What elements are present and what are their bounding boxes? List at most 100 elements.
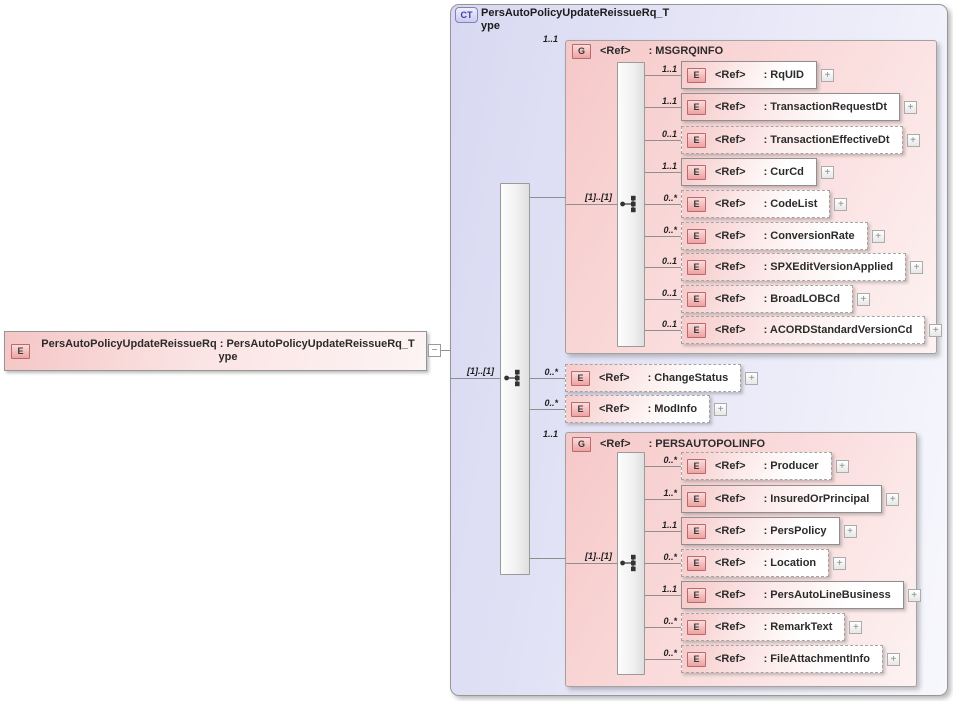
element-icon: E: [11, 343, 30, 359]
expand-icon[interactable]: +: [849, 620, 863, 634]
expand-icon[interactable]: +: [820, 165, 834, 179]
connector-line: [643, 659, 681, 660]
connector-line: [528, 378, 565, 379]
element-box[interactable]: E <Ref> : TransactionRequestDt: [681, 93, 901, 121]
group-name: : MSGRQINFO: [648, 45, 724, 57]
element-icon: E: [687, 164, 706, 180]
connector-line: [643, 595, 681, 596]
ref-label: <Ref>: [715, 525, 746, 537]
element-icon: E: [687, 67, 706, 83]
expand-icon[interactable]: +: [843, 524, 857, 538]
element-box[interactable]: E <Ref> : RemarkText: [681, 613, 846, 641]
connector-line: [566, 563, 620, 564]
cardinality-label: 0..*: [663, 616, 677, 626]
element-row-fileattachmentinfo: E <Ref> : FileAttachmentInfo +: [681, 645, 900, 673]
element-name: : ChangeStatus: [647, 372, 729, 384]
element-name: : Location: [763, 557, 817, 569]
group-icon: G: [572, 43, 591, 59]
element-name: : ACORDStandardVersionCd: [763, 324, 913, 336]
ref-label: <Ref>: [600, 45, 631, 57]
sequence-compositor-icon: [504, 369, 520, 387]
element-name: : CodeList: [763, 198, 818, 210]
element-row-codelist: E <Ref> : CodeList +: [681, 190, 848, 218]
expand-icon[interactable]: +: [835, 459, 849, 473]
connector-line: [643, 499, 681, 500]
element-icon: E: [687, 132, 706, 148]
element-row-persautolinebusiness: E <Ref> : PersAutoLineBusiness +: [681, 581, 921, 609]
element-icon: E: [687, 523, 706, 539]
expand-icon[interactable]: +: [886, 492, 900, 506]
element-box[interactable]: E <Ref> : ConversionRate: [681, 222, 868, 250]
element-row-remarktext: E <Ref> : RemarkText +: [681, 613, 863, 641]
connector-line: [643, 140, 681, 141]
root-element-name: PersAutoPolicyUpdateReissueRq : PersAuto…: [30, 338, 426, 364]
expand-icon[interactable]: +: [904, 100, 918, 114]
element-box[interactable]: E <Ref> : TransactionEffectiveDt: [681, 126, 903, 154]
element-box[interactable]: E <Ref> : ChangeStatus: [565, 364, 742, 392]
element-box[interactable]: E <Ref> : CurCd: [681, 158, 817, 186]
ref-label: <Ref>: [715, 166, 746, 178]
expand-icon[interactable]: +: [871, 229, 885, 243]
cardinality-label: 0..1: [661, 256, 677, 266]
sequence-compositor-icon: [620, 195, 636, 213]
connector-line: [643, 172, 681, 173]
cardinality-label: [1]..[1]: [585, 551, 612, 561]
root-element-name-line2: ype: [218, 351, 238, 363]
group-header-persautopolinfo[interactable]: G <Ref> : PERSAUTOPOLINFO: [572, 436, 765, 452]
ref-label: <Ref>: [715, 493, 746, 505]
group-header-msgrqinfo[interactable]: G <Ref> : MSGRQINFO: [572, 43, 723, 59]
cardinality-label: 1..*: [663, 488, 677, 498]
element-icon: E: [571, 370, 590, 386]
expand-icon[interactable]: +: [910, 260, 924, 274]
element-box[interactable]: E <Ref> : Location: [681, 549, 830, 577]
expand-icon[interactable]: +: [714, 402, 728, 416]
expand-icon[interactable]: +: [834, 197, 848, 211]
element-box[interactable]: E <Ref> : InsuredOrPrincipal: [681, 485, 883, 513]
element-row-modinfo: E <Ref> : ModInfo +: [565, 395, 728, 423]
element-icon: E: [687, 259, 706, 275]
element-box[interactable]: E <Ref> : BroadLOBCd: [681, 285, 853, 313]
ref-label: <Ref>: [715, 621, 746, 633]
element-icon: E: [687, 196, 706, 212]
cardinality-label: 1..1: [542, 34, 558, 44]
expand-icon[interactable]: +: [856, 292, 870, 306]
cardinality-label: 1..1: [542, 429, 558, 439]
element-row-curcd: E <Ref> : CurCd +: [681, 158, 834, 186]
collapse-icon[interactable]: −: [428, 344, 441, 357]
expand-icon[interactable]: +: [906, 133, 920, 147]
connector-line: [643, 531, 681, 532]
element-icon: E: [687, 587, 706, 603]
complex-type-title-line1: PersAutoPolicyUpdateReissueRq_T: [481, 7, 670, 19]
element-box[interactable]: E <Ref> : RqUID: [681, 61, 817, 89]
root-element-box[interactable]: E PersAutoPolicyUpdateReissueRq : PersAu…: [4, 331, 427, 371]
ref-label: <Ref>: [715, 69, 746, 81]
element-row-transactioneffectivedt: E <Ref> : TransactionEffectiveDt +: [681, 126, 920, 154]
element-box[interactable]: E <Ref> : Producer: [681, 452, 832, 480]
expand-icon[interactable]: +: [745, 371, 759, 385]
connector-line: [528, 558, 566, 559]
element-box[interactable]: E <Ref> : ModInfo: [565, 395, 711, 423]
ref-label: <Ref>: [600, 438, 631, 450]
expand-icon[interactable]: +: [907, 588, 921, 602]
expand-icon[interactable]: +: [833, 556, 847, 570]
cardinality-label: 0..*: [663, 552, 677, 562]
element-box[interactable]: E <Ref> : ACORDStandardVersionCd: [681, 316, 926, 344]
expand-icon[interactable]: +: [929, 323, 943, 337]
element-box[interactable]: E <Ref> : CodeList: [681, 190, 831, 218]
connector-line: [643, 236, 681, 237]
element-icon: E: [687, 291, 706, 307]
element-box[interactable]: E <Ref> : PersPolicy: [681, 517, 840, 545]
connector-line: [528, 409, 565, 410]
ref-label: <Ref>: [715, 134, 746, 146]
element-icon: E: [687, 228, 706, 244]
element-box[interactable]: E <Ref> : FileAttachmentInfo: [681, 645, 883, 673]
element-box[interactable]: E <Ref> : SPXEditVersionApplied: [681, 253, 907, 281]
expand-icon[interactable]: +: [820, 68, 834, 82]
cardinality-label: 0..1: [661, 288, 677, 298]
element-name: : RqUID: [763, 69, 804, 81]
element-icon: E: [687, 619, 706, 635]
cardinality-label: 1..1: [661, 584, 677, 594]
element-box[interactable]: E <Ref> : PersAutoLineBusiness: [681, 581, 904, 609]
expand-icon[interactable]: +: [886, 652, 900, 666]
cardinality-label: 0..*: [544, 398, 558, 408]
